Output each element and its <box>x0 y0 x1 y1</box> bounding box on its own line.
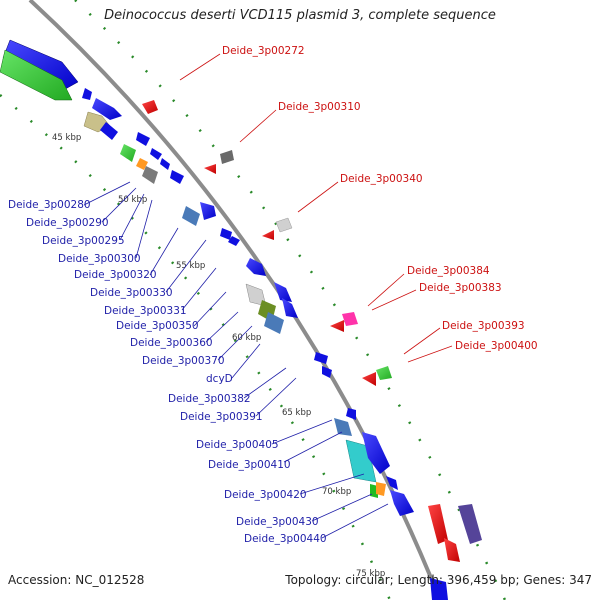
gene-arrow[interactable] <box>0 49 73 101</box>
gene-arrow[interactable] <box>275 217 293 233</box>
gene-label[interactable]: Deide_3p00384 <box>407 265 490 277</box>
gene-arrow[interactable] <box>362 372 376 386</box>
gene-arrow[interactable] <box>220 150 234 164</box>
forward-labels: Deide_3p00280 Deide_3p00290 Deide_3p0029… <box>8 181 389 545</box>
gene-arrow[interactable] <box>228 236 240 246</box>
gene-arrow[interactable] <box>182 206 200 226</box>
gene-label[interactable]: Deide_3p00383 <box>419 282 502 294</box>
gene-arrow[interactable] <box>82 88 92 100</box>
gene-arrow[interactable] <box>282 298 298 318</box>
gene-label[interactable]: Deide_3p00310 <box>278 101 361 113</box>
gene-label[interactable]: Deide_3p00400 <box>455 340 538 352</box>
tick-label: 70 kbp <box>322 487 351 497</box>
tick-label: 65 kbp <box>282 408 311 418</box>
tick-label: 55 kbp <box>176 261 205 271</box>
gene-label[interactable]: Deide_3p00382 <box>168 393 251 405</box>
gene-arrow[interactable] <box>264 312 284 334</box>
gene-label[interactable]: Deide_3p00340 <box>340 173 423 185</box>
forward-genes <box>0 39 448 600</box>
gene-arrow[interactable] <box>246 258 266 276</box>
gene-arrow[interactable] <box>120 144 136 162</box>
gene-arrow[interactable] <box>136 132 150 146</box>
gene-arrow[interactable] <box>314 352 328 364</box>
tick-label: 60 kbp <box>232 333 261 343</box>
gene-arrow[interactable] <box>100 122 118 140</box>
gene-label[interactable]: Deide_3p00410 <box>208 459 291 471</box>
gene-arrow[interactable] <box>142 100 158 114</box>
gene-label[interactable]: Deide_3p00290 <box>26 217 109 229</box>
gene-arrow[interactable] <box>458 504 482 544</box>
gene-arrow[interactable] <box>150 148 162 160</box>
gene-label[interactable]: Deide_3p00331 <box>104 305 187 317</box>
gene-label[interactable]: Deide_3p00430 <box>236 516 319 528</box>
gene-arrow[interactable] <box>430 578 448 600</box>
gene-arrow[interactable] <box>444 538 460 562</box>
gene-label[interactable]: Deide_3p00320 <box>74 269 157 281</box>
kbp-ticks: 45 kbp 50 kbp 55 kbp 60 kbp 65 kbp 70 kb… <box>52 133 385 579</box>
gene-arrow[interactable] <box>428 504 448 544</box>
gene-arrow[interactable] <box>346 408 356 420</box>
gene-arrow[interactable] <box>334 418 352 436</box>
gene-arrow[interactable] <box>136 158 148 170</box>
gene-arrow[interactable] <box>142 166 158 184</box>
gene-arrow[interactable] <box>390 490 414 516</box>
gene-arrow[interactable] <box>92 98 122 120</box>
accession-text: Accession: NC_012528 <box>8 573 145 587</box>
reverse-labels: Deide_3p00272 Deide_3p00310 Deide_3p0034… <box>179 45 538 363</box>
gene-label[interactable]: Deide_3p00280 <box>8 199 91 211</box>
tick-label: 75 kbp <box>356 569 385 579</box>
reverse-genes <box>142 100 482 562</box>
gene-arrow[interactable] <box>200 202 216 220</box>
gene-label[interactable]: Deide_3p00272 <box>222 45 305 57</box>
gene-arrow[interactable] <box>220 228 232 240</box>
gene-label[interactable]: Deide_3p00370 <box>142 355 225 367</box>
gene-arrow[interactable] <box>204 164 216 174</box>
reverse-track-guide <box>74 0 507 600</box>
map-title: Deinococcus deserti VCD115 plasmid 3, co… <box>104 8 496 23</box>
gene-arrow[interactable] <box>376 482 386 496</box>
gene-arrow[interactable] <box>160 158 170 170</box>
plasmid-backbone <box>28 0 442 600</box>
gene-label[interactable]: Deide_3p00295 <box>42 235 125 247</box>
gene-label[interactable]: Deide_3p00420 <box>224 489 307 501</box>
gene-arrow[interactable] <box>376 366 392 380</box>
gene-label[interactable]: dcyD <box>206 373 233 385</box>
gene-arrow[interactable] <box>262 230 274 240</box>
tick-label: 50 kbp <box>118 195 147 205</box>
gene-label[interactable]: Deide_3p00440 <box>244 533 327 545</box>
gene-arrow[interactable] <box>322 366 332 378</box>
gene-label[interactable]: Deide_3p00350 <box>116 320 199 332</box>
gene-label[interactable]: Deide_3p00393 <box>442 320 525 332</box>
gene-arrow[interactable] <box>330 320 344 332</box>
gene-label[interactable]: Deide_3p00300 <box>58 253 141 265</box>
tick-label: 45 kbp <box>52 133 81 143</box>
gene-label[interactable]: Deide_3p00330 <box>90 287 173 299</box>
gene-arrow[interactable] <box>170 170 184 184</box>
gene-arrow[interactable] <box>342 312 358 326</box>
gene-arrow[interactable] <box>386 476 398 490</box>
gene-arrow[interactable] <box>362 432 390 474</box>
gene-label[interactable]: Deide_3p00391 <box>180 411 263 423</box>
gene-arrow[interactable] <box>274 282 292 302</box>
summary-text: Topology: circular; Length: 396,459 bp; … <box>285 573 592 587</box>
gene-label[interactable]: Deide_3p00360 <box>130 337 213 349</box>
gene-label[interactable]: Deide_3p00405 <box>196 439 279 451</box>
